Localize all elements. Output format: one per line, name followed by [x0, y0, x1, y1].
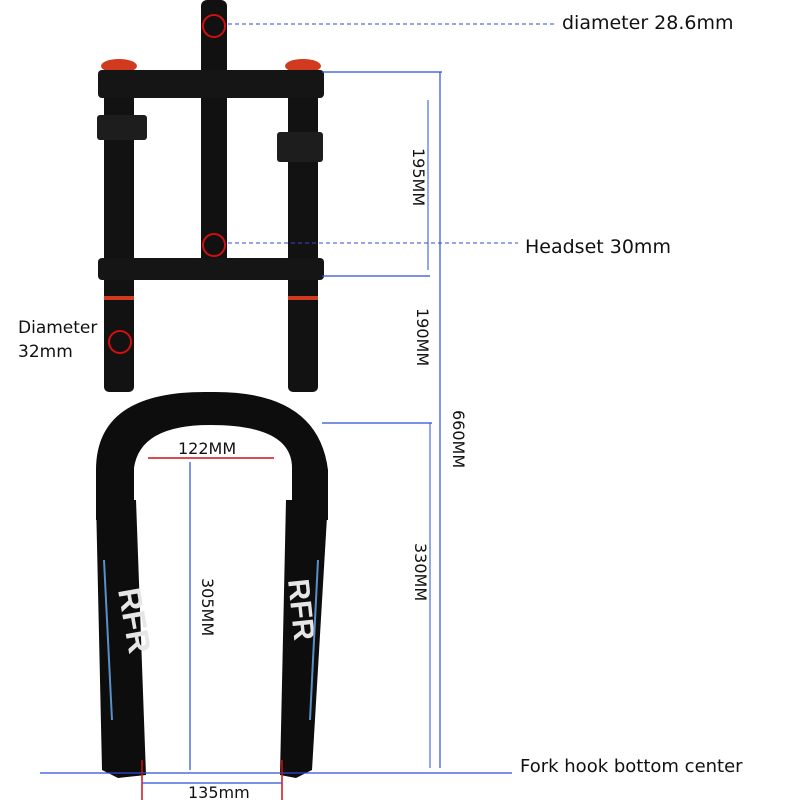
stanchion-highlight-circle: [108, 330, 132, 354]
left-stanchion: [104, 62, 134, 392]
right-bumper: [277, 132, 323, 162]
right-leg-stripe: [309, 559, 319, 721]
right-top-cap: [285, 59, 321, 73]
inner-width-label: 122MM: [178, 439, 237, 458]
steerer-diameter-label: diameter 28.6mm: [562, 12, 734, 34]
headset-label: Headset 30mm: [525, 236, 671, 258]
left-top-cap: [101, 59, 137, 73]
steerer-tube: [201, 0, 227, 265]
right-ring: [288, 296, 318, 300]
left-lower-leg: [96, 500, 146, 778]
lower-crown: [98, 258, 324, 280]
left-bumper: [97, 115, 147, 140]
stanchion-diameter-label-1: Diameter: [18, 318, 98, 338]
right-lower-leg: [280, 500, 328, 778]
axle-width-label: 135mm: [188, 783, 250, 800]
steerer-highlight-circle: [202, 14, 226, 38]
left-leg-stripe: [103, 559, 113, 721]
fork-hook-label: Fork hook bottom center: [520, 756, 743, 777]
arch-dropout-label: 330MM: [411, 543, 430, 602]
right-stanchion: [288, 62, 318, 392]
headset-highlight-circle: [202, 233, 226, 257]
lower-crown-arch-label: 190MM: [413, 308, 432, 367]
upper-crown: [98, 70, 324, 98]
inner-height-label: 305MM: [198, 578, 217, 637]
stanchion-diameter-label-2: 32mm: [18, 342, 73, 362]
crown-spacing-label: 195MM: [409, 148, 428, 207]
left-ring: [104, 296, 134, 300]
total-length-label: 660MM: [449, 410, 468, 469]
fork-arch: [96, 391, 328, 520]
